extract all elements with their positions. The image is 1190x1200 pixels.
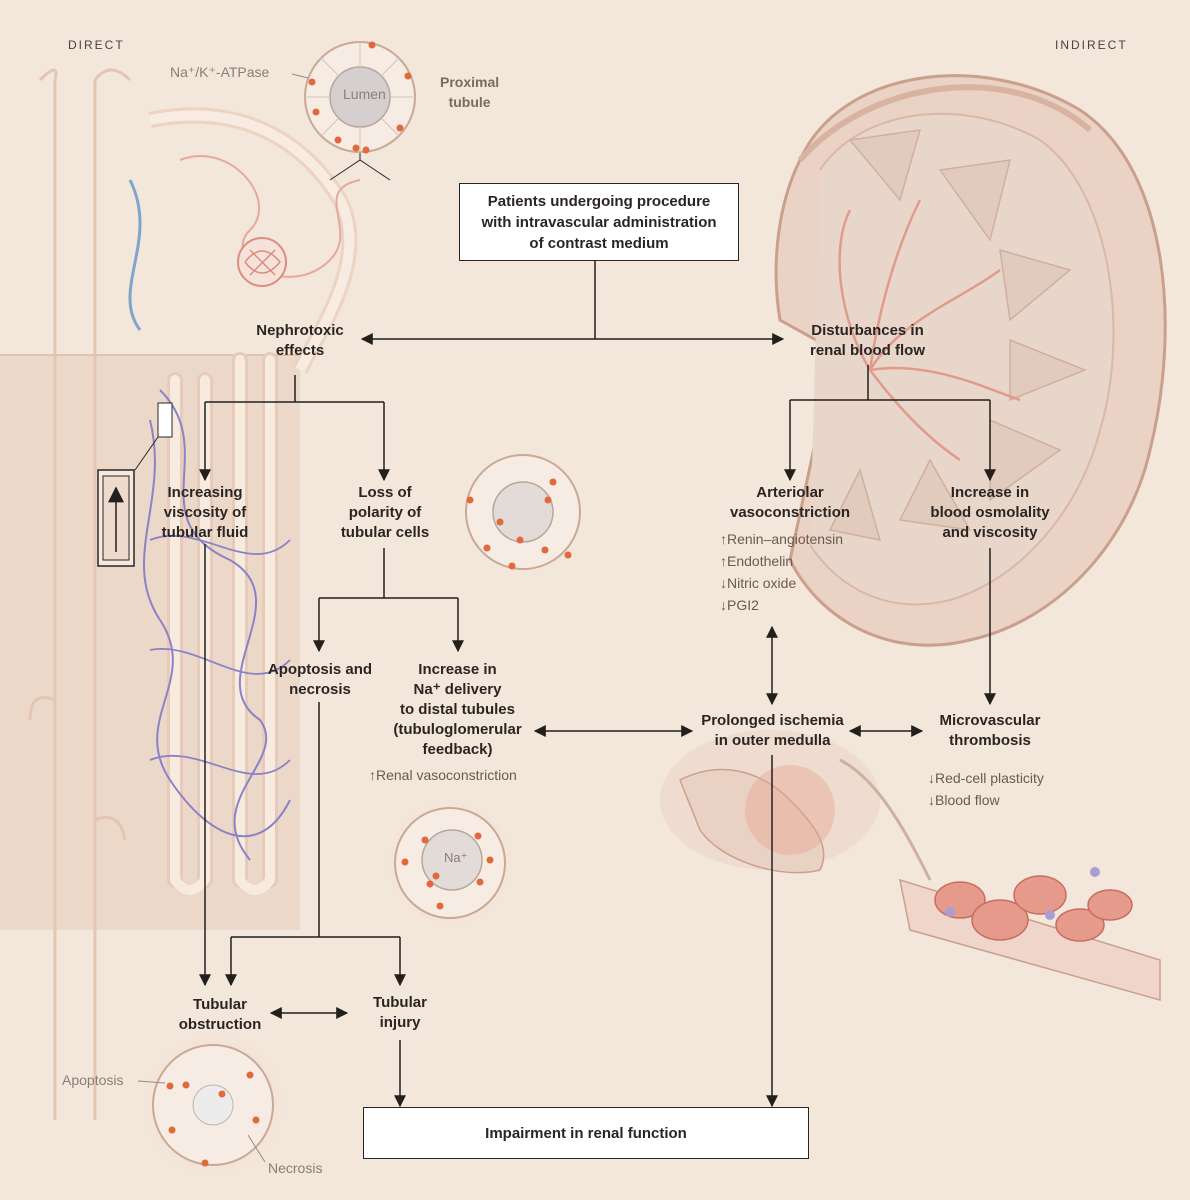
apoptosis-label: Apoptosis [62,1072,124,1088]
start-node: Patients undergoing procedure with intra… [481,192,717,252]
atpase-label: Na⁺/K⁺-ATPase [170,64,270,80]
direct-header: DIRECT [68,38,125,52]
impairment-node: Impairment in renal function [485,1124,687,1142]
thrombosis-effects: ↓Red-cell plasticity ↓Blood flow [928,770,1044,808]
obstruction-node: Tubular obstruction [178,996,262,1033]
na-delivery-node: Increase in Na⁺ delivery to distal tubul… [393,661,522,758]
ischemia-node: Prolonged ischemia in outer medulla [701,712,844,749]
nephron-illustration [0,68,391,1120]
proximal-tubule-label: Proximal tubule [440,74,500,110]
viscosity-node: Increasing viscosity of tubular fluid [161,484,249,541]
sodium-tubule-cell [380,793,520,933]
necrosis-label: Necrosis [268,1160,323,1176]
proximal-tubule-cross-section [291,41,416,154]
osmolality-node: Increase in blood osmolality and viscosi… [930,484,1050,541]
ischemic-medulla-illustration [660,730,932,881]
lumen-label: Lumen [343,86,386,102]
indirect-header: INDIRECT [1055,38,1128,52]
polarity-node: Loss of polarity of tubular cells [340,484,430,541]
disturbances-node: Disturbances in renal blood flow [810,322,925,359]
injury-node: Tubular injury [373,994,427,1031]
impairment-box: Impairment in renal function [363,1107,809,1159]
kidney-illustration [774,74,1167,647]
nephrotoxic-node: Nephrotoxic effects [256,322,344,359]
polarity-loss-cell [465,454,581,570]
arteriolar-node: Arteriolar vasoconstriction [729,484,851,521]
sodium-label: Na⁺ [444,850,468,865]
connector-lines [199,260,996,1108]
red-cell-vessel-illustration [899,867,1161,1001]
apoptosis-necrosis-node: Apoptosis and necrosis [267,661,373,698]
renal-vasoconstriction-note: ↑Renal vasoconstriction [369,767,517,783]
apoptosis-necrosis-cell [133,1025,293,1185]
start-box: Patients undergoing procedure with intra… [459,183,739,261]
arteriolar-mediators: ↑Renin–angiotensin ↑Endothelin ↓Nitric o… [720,531,843,613]
thrombosis-node: Microvascular thrombosis [939,712,1041,749]
